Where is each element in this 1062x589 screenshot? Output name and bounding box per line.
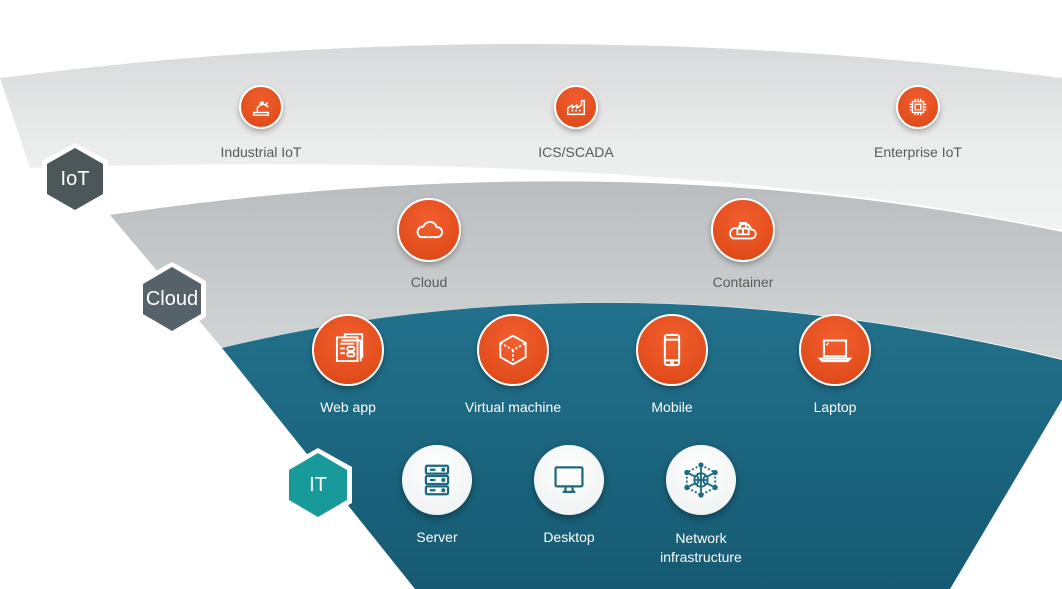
it-layer-label: IT: [309, 473, 327, 496]
server-icon: [402, 445, 472, 515]
web-app-icon: [312, 314, 384, 386]
cloud-label: Cloud: [410, 274, 448, 290]
container-icon: [711, 198, 775, 262]
network-icon: [666, 445, 736, 515]
web-app-label: Web app: [320, 399, 376, 415]
industrial-robot-icon: [239, 85, 283, 129]
virtual-machine-icon: [477, 314, 549, 386]
virtual-machine-label: Virtual machine: [464, 399, 562, 415]
factory-icon: [554, 85, 598, 129]
industrial-iot-label: Industrial IoT: [220, 144, 302, 160]
network-infrastructure-label-line-2: infrastructure: [660, 549, 742, 565]
cloud-icon: [397, 198, 461, 262]
server-label: Server: [416, 529, 458, 545]
laptop-icon: [799, 314, 871, 386]
enterprise-iot-label: Enterprise IoT: [874, 144, 962, 160]
mobile-icon: [636, 314, 708, 386]
chip-icon: [896, 85, 940, 129]
iot-layer-badge: IoT: [36, 140, 114, 218]
cloud-layer-badge: Cloud: [132, 259, 212, 339]
ics-scada-label: ICS/SCADA: [538, 144, 614, 160]
network-infrastructure-label-line-1: Network: [675, 530, 727, 546]
container-label: Container: [712, 274, 774, 290]
cloud-layer-label: Cloud: [145, 287, 199, 310]
laptop-label: Laptop: [813, 399, 857, 415]
desktop-icon: [534, 445, 604, 515]
iot-layer-label: IoT: [60, 167, 90, 190]
desktop-label: Desktop: [543, 529, 595, 545]
it-layer-badge: IT: [278, 445, 358, 525]
network-infrastructure-label: Network infrastructure: [660, 529, 742, 567]
mobile-label: Mobile: [651, 399, 693, 415]
